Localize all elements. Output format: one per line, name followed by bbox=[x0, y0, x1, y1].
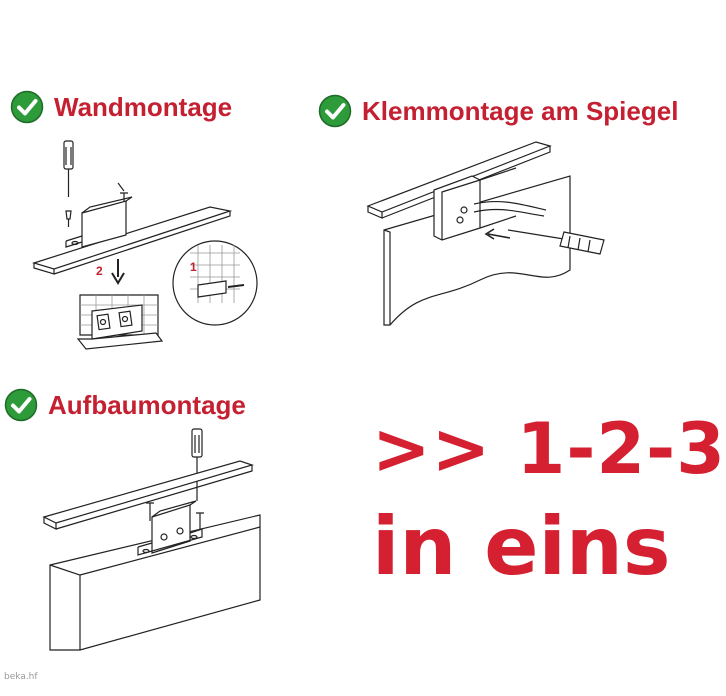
heading-klemmontage: Klemmontage am Spiegel bbox=[318, 94, 678, 128]
wall-mount-illustration: 2 1 bbox=[31, 140, 258, 350]
slogan-line-1: >> 1-2-3 bbox=[372, 408, 726, 490]
checkmark-icon bbox=[318, 94, 352, 128]
section-title: Aufbaumontage bbox=[48, 389, 246, 420]
heading-wandmontage: Wandmontage bbox=[10, 90, 232, 124]
step-number: 2 bbox=[96, 264, 103, 278]
section-title: Wandmontage bbox=[54, 91, 233, 122]
heading-aufbaumontage: Aufbaumontage bbox=[4, 388, 246, 422]
watermark: beka.hf bbox=[4, 672, 38, 682]
surface-mount-illustration bbox=[42, 428, 261, 651]
section-title: Klemmontage am Spiegel bbox=[362, 95, 679, 126]
mirror-clamp-illustration bbox=[366, 141, 605, 326]
step-number: 1 bbox=[190, 260, 197, 274]
slogan-line-2: in eins bbox=[372, 500, 671, 593]
checkmark-icon bbox=[10, 90, 44, 124]
checkmark-icon bbox=[4, 388, 38, 422]
